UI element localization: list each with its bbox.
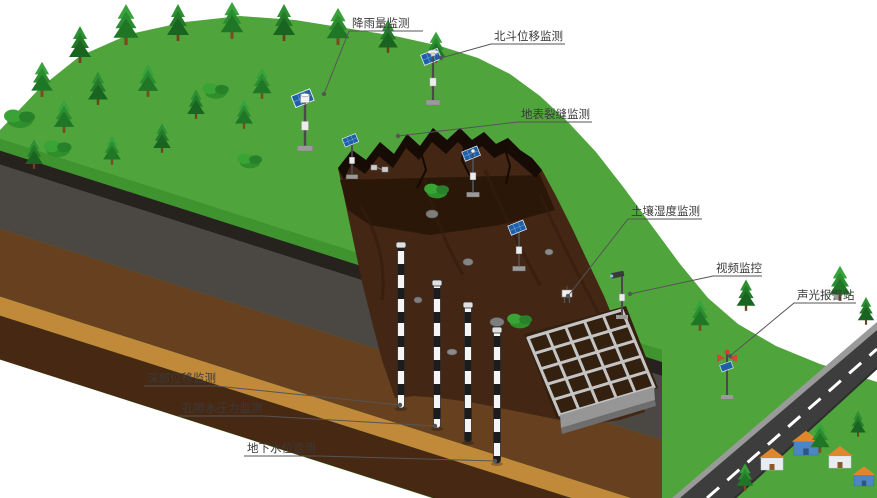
road-curb (672, 322, 877, 498)
label-video-text: 视频监控 (716, 261, 762, 275)
borehole-water-level-icon (491, 326, 503, 466)
label-soil-moisture: 土壤湿度监测 (565, 204, 702, 299)
boreholes (395, 241, 503, 466)
bedrock-whitespace (0, 359, 432, 498)
rock-icon (413, 296, 423, 304)
label-pore-pressure: 孔隙水压力监测 (179, 401, 438, 429)
label-deep-displacement: 深部位移监测 (144, 371, 403, 408)
label-deep-displacement-text: 深部位移监测 (147, 371, 216, 385)
landslide-scarp-shade (340, 175, 555, 235)
stratum-deep-brown (0, 315, 572, 498)
label-rainfall: 降雨量监测 (321, 16, 423, 97)
crack-line (503, 145, 512, 185)
label-alarm: 声光报警站 (727, 288, 856, 359)
borehole-piezometer-icon (431, 279, 443, 431)
video-camera-icon (610, 270, 628, 319)
monitoring-stations (290, 47, 737, 399)
soil-streak (538, 194, 604, 321)
label-soil-moisture-text: 土壤湿度监测 (631, 204, 700, 218)
label-surface-crack-text: 地表裂缝监测 (521, 107, 590, 121)
crack-band (338, 128, 542, 180)
label-groundwater-text: 地下水位监测 (247, 441, 316, 455)
alarm-station-icon (717, 349, 737, 399)
lattice-retaining-structure (524, 306, 658, 434)
retaining-wall-base (561, 400, 656, 434)
label-surface-crack: 地表裂缝监测 (395, 107, 592, 139)
label-groundwater: 地下水位监测 (244, 441, 498, 464)
rock-icon (489, 317, 505, 327)
label-pore-pressure-text: 孔隙水压力监测 (182, 401, 263, 415)
soil-moisture-sensor-icon (561, 286, 573, 303)
crack-line (416, 147, 428, 189)
stratum-tan (0, 296, 631, 498)
slope-solar-station-icon (461, 145, 481, 198)
label-beidou: 北斗位移监测 (438, 29, 565, 61)
rock-icon (425, 209, 439, 219)
road-center-line (706, 347, 877, 498)
rainfall-station-icon (290, 88, 315, 152)
label-beidou-text: 北斗位移监测 (494, 29, 563, 43)
crack-monitor-icon (370, 164, 389, 173)
borehole-icon (462, 301, 474, 445)
borehole-inclinometer-icon (395, 241, 407, 411)
retaining-wall (560, 387, 655, 428)
label-alarm-text: 声光报警站 (797, 288, 855, 302)
rock-icon (544, 248, 554, 256)
crack-line (460, 135, 471, 177)
road-surface (680, 330, 877, 498)
label-rainfall-text: 降雨量监测 (352, 16, 410, 30)
rock-icon (446, 348, 458, 356)
beidou-station-icon (420, 47, 442, 106)
soil-streak (358, 204, 385, 301)
rock-icon (462, 258, 474, 266)
label-video: 视频监控 (627, 261, 762, 297)
labels: 降雨量监测 北斗位移监测 地表裂缝监测 土壤湿度监测 视频监控 声光报警站 (144, 16, 856, 464)
lattice-soil-patch (524, 306, 658, 418)
